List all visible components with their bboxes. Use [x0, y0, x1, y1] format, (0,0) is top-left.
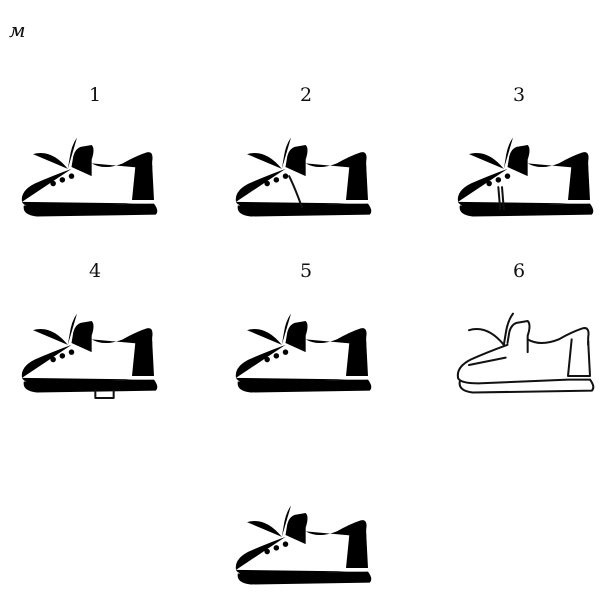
shoe-icon[interactable] [222, 112, 382, 222]
option-label-6: 6 [513, 260, 526, 282]
shoe-icon[interactable] [8, 112, 168, 222]
shoe-icon[interactable] [444, 112, 604, 222]
corner-letter: м [9, 18, 26, 42]
shoe-icon[interactable] [222, 288, 382, 398]
option-label-5: 5 [300, 260, 313, 282]
option-label-4: 4 [89, 260, 102, 282]
option-label-1: 1 [89, 84, 102, 106]
shoe-icon[interactable] [8, 288, 168, 400]
target-shoe-icon [235, 505, 372, 585]
shoe-icon[interactable] [444, 288, 604, 398]
option-label-2: 2 [300, 84, 313, 106]
option-label-3: 3 [513, 84, 526, 106]
